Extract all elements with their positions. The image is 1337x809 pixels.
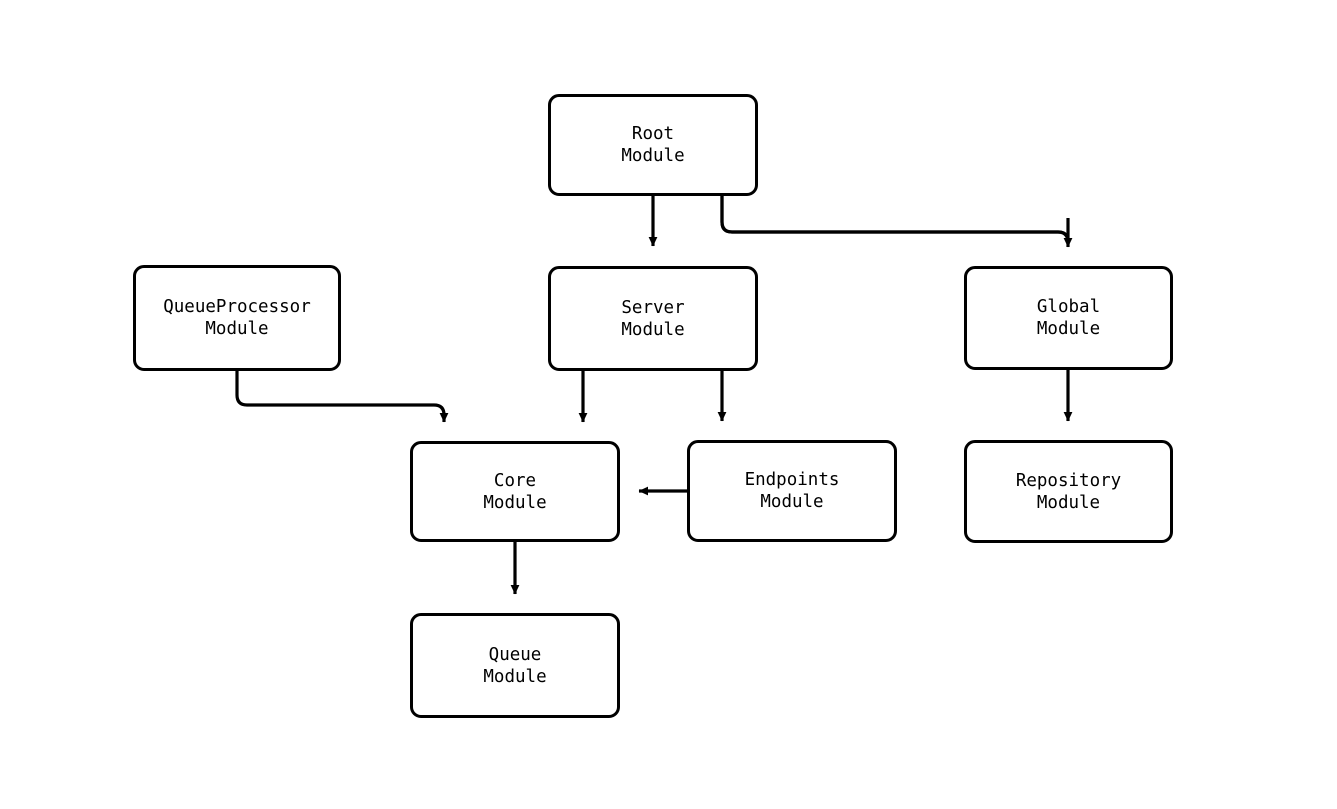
node-label: Server Module [621,297,685,340]
node-label: Repository Module [1015,470,1122,513]
node-global-module[interactable]: Global Module [964,266,1173,370]
node-label: Root Module [621,124,685,166]
node-endpoints-module[interactable]: Endpoints Module [687,440,897,542]
node-label: Global Module [1036,297,1101,339]
node-queue-module[interactable]: Queue Module [410,613,620,718]
node-repository-module[interactable]: Repository Module [964,440,1173,543]
node-label: Endpoints Module [744,470,840,512]
edge-queueprocessor-core [235,371,449,423]
edge-root-global [720,196,1073,248]
node-core-module[interactable]: Core Module [410,441,620,542]
node-root-module[interactable]: Root Module [548,94,758,196]
node-label: Core Module [483,470,547,513]
node-server-module[interactable]: Server Module [548,266,758,371]
node-label: Queue Module [483,644,547,687]
node-label: QueueProcessor Module [163,297,311,339]
node-queueprocessor-module[interactable]: QueueProcessor Module [133,265,341,371]
